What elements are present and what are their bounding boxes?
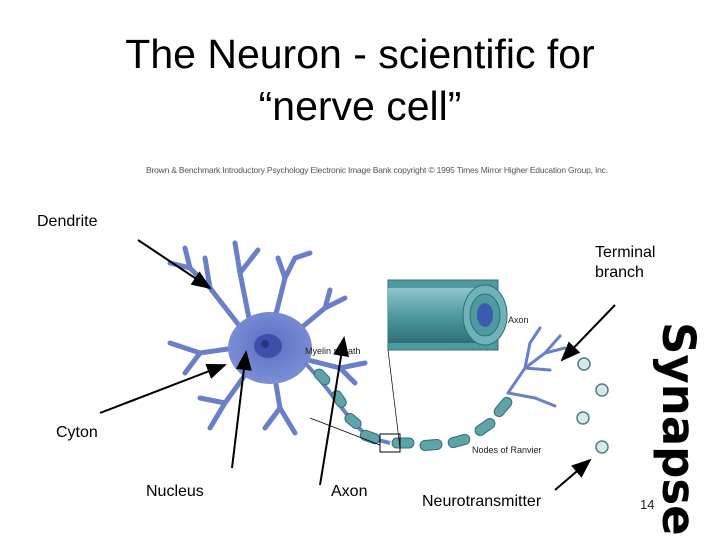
cyton-arrow [99, 363, 227, 414]
label-terminal-line2: branch [595, 264, 644, 281]
axon-arrow [319, 336, 349, 486]
label-dendrite: Dendrite [37, 213, 98, 230]
slide-title: The Neuron - scientific for “nerve cell” [0, 28, 720, 132]
node-of-ranvier-box [379, 433, 401, 453]
title-line-2: “nerve cell” [258, 83, 462, 129]
label-axon: Axon [331, 483, 368, 500]
label-nucleus: Nucleus [146, 483, 204, 500]
label-cyton: Cyton [56, 424, 98, 441]
label-terminal-branch: Terminal branch [595, 243, 655, 283]
title-line-1: The Neuron - scientific for [125, 31, 595, 77]
nucleus-arrow [231, 350, 252, 469]
axon-cross-section-inset [387, 279, 508, 351]
dendrites [167, 240, 368, 436]
axon-terminals [506, 326, 567, 408]
figure-label-axon: Axon [508, 315, 529, 325]
slide-number: 14 [640, 497, 655, 512]
synaptic-vesicles [576, 357, 609, 454]
dendrite-arrow [137, 239, 212, 290]
neurotransmitter-arrow [554, 458, 592, 491]
terminal-arrow [560, 304, 616, 362]
figure-label-myelin: Myelin sheath [305, 346, 361, 356]
image-credit: Brown & Benchmark Introductory Psycholog… [146, 165, 608, 175]
label-neurotransmitter: Neurotransmitter [422, 493, 542, 510]
figure-label-nodes: Nodes of Ranvier [472, 445, 542, 455]
label-terminal-line1: Terminal [595, 244, 656, 261]
label-synapse: Synapse [652, 322, 705, 536]
